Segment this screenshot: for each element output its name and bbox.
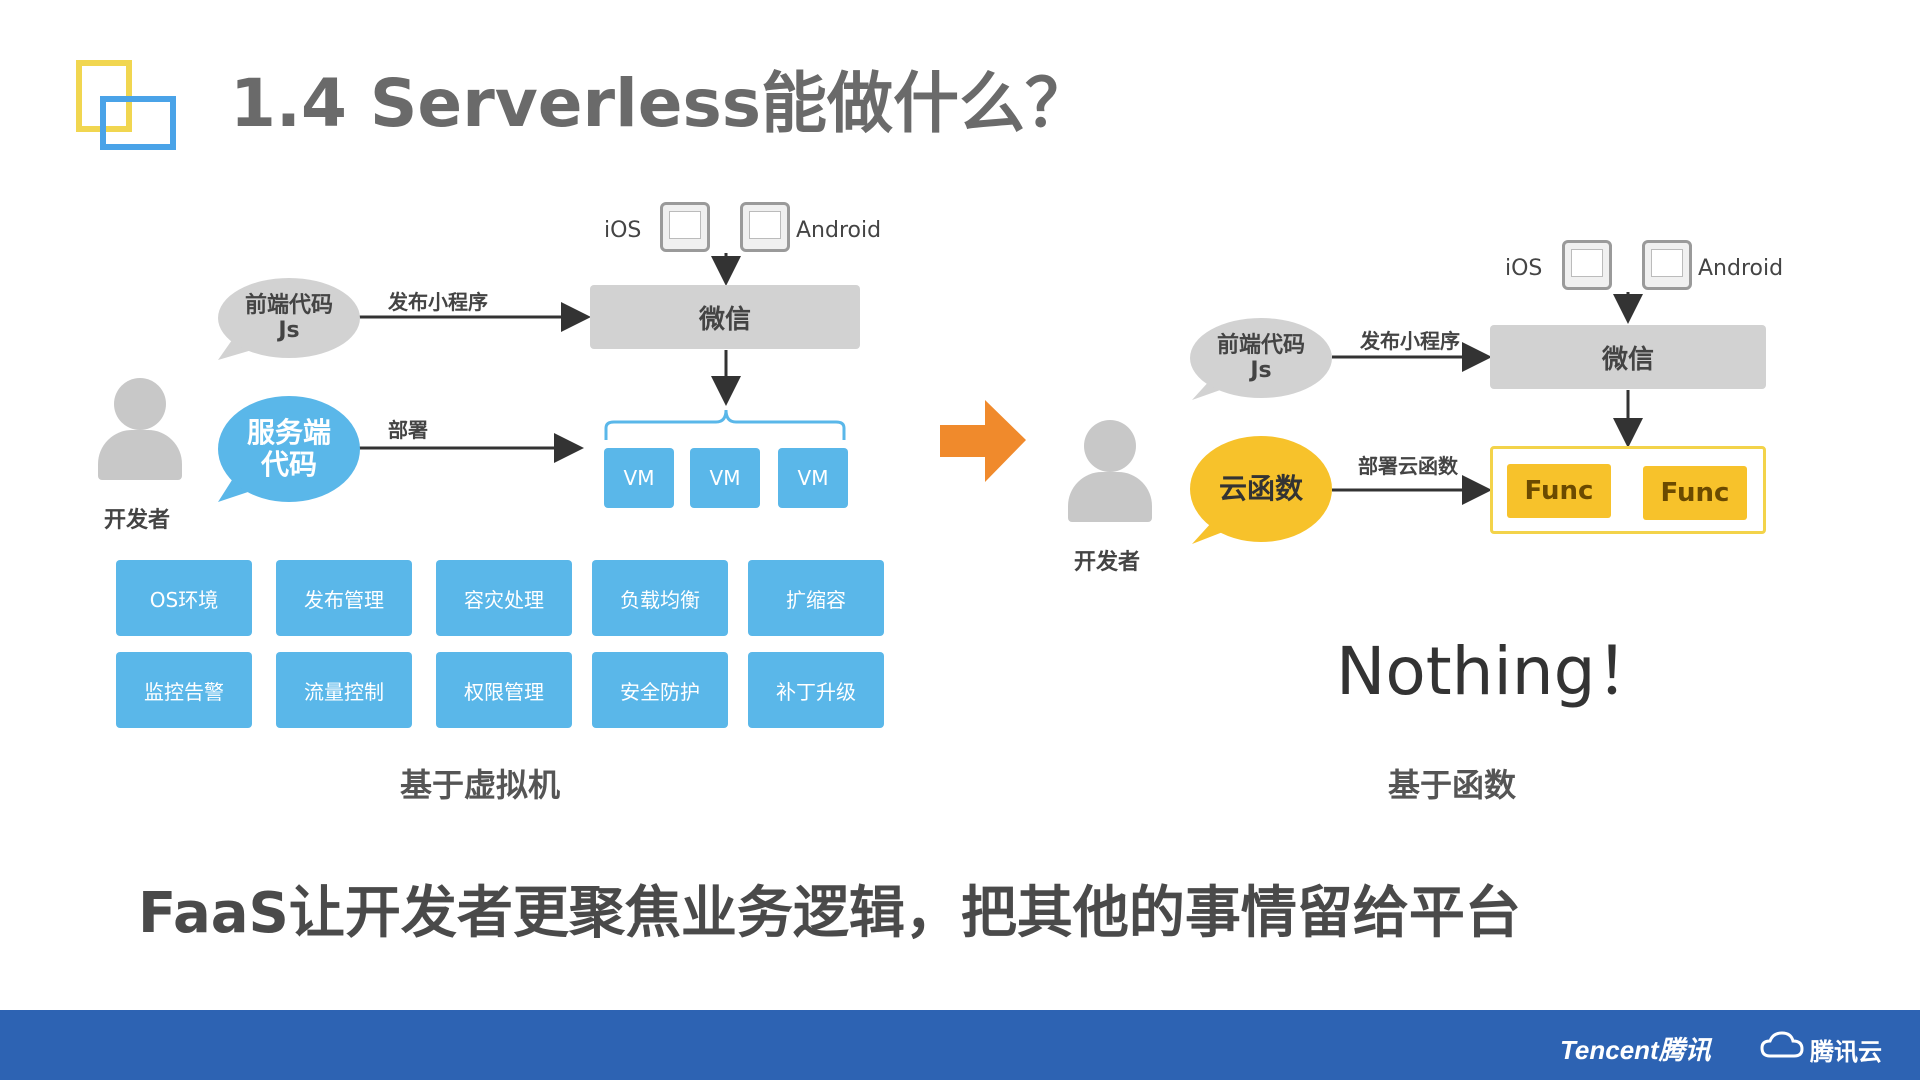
tagline: FaaS让开发者更聚焦业务逻辑，把其他的事情留给平台 <box>138 881 1521 946</box>
nothing-text: Nothing！ <box>1336 633 1662 710</box>
server-code-bubble: 服务端代码 <box>218 396 360 502</box>
grid-monitoring: 监控告警 <box>116 652 252 728</box>
deploy-cloud-function-label: 部署云函数 <box>1358 454 1458 478</box>
ios-label: iOS <box>1505 256 1543 281</box>
ios-device-icon <box>1562 240 1612 290</box>
server-code-line2: 代码 <box>260 448 317 481</box>
developer-avatar <box>98 378 182 494</box>
android-device-icon <box>1642 240 1692 290</box>
frontend-code-line2: Js <box>278 318 300 343</box>
func-box: Func <box>1643 466 1747 520</box>
android-label: Android <box>796 218 882 243</box>
ios-label: iOS <box>604 218 642 243</box>
vm-box: VM <box>778 448 848 508</box>
grid-release-mgmt: 发布管理 <box>276 560 412 636</box>
transition-arrow <box>940 400 1026 482</box>
android-label: Android <box>1698 256 1784 281</box>
tencent-cloud-icon <box>1760 1030 1804 1060</box>
ios-device-icon <box>660 202 710 252</box>
grid-traffic-control: 流量控制 <box>276 652 412 728</box>
wechat-box: 微信 <box>1490 325 1766 389</box>
grid-permission-mgmt: 权限管理 <box>436 652 572 728</box>
publish-miniprogram-label: 发布小程序 <box>388 290 488 314</box>
developer-label: 开发者 <box>104 508 171 533</box>
func-container <box>1490 446 1766 534</box>
vm-box: VM <box>690 448 760 508</box>
grid-patch-upgrade: 补丁升级 <box>748 652 884 728</box>
frontend-code-line1: 前端代码 <box>244 292 333 318</box>
func-box: Func <box>1507 464 1611 518</box>
deploy-label: 部署 <box>388 418 428 442</box>
cloud-function-bubble: 云函数 <box>1190 436 1332 542</box>
footer-bar <box>0 1010 1920 1080</box>
server-code-line1: 服务端 <box>246 415 331 449</box>
grid-scaling: 扩缩容 <box>748 560 884 636</box>
tencent-brand: Tencent腾讯 <box>1560 1035 1711 1065</box>
slide-title: 1.4 Serverless能做什么？ <box>230 65 1092 142</box>
developer-avatar <box>1068 420 1152 536</box>
publish-miniprogram-label: 发布小程序 <box>1360 329 1460 353</box>
right-caption: 基于函数 <box>1388 766 1517 804</box>
frontend-code-line1: 前端代码 <box>1216 332 1305 358</box>
left-caption: 基于虚拟机 <box>400 766 561 804</box>
developer-label: 开发者 <box>1074 550 1141 575</box>
grid-disaster-recovery: 容灾处理 <box>436 560 572 636</box>
wechat-box: 微信 <box>590 285 860 349</box>
grid-os-env: OS环境 <box>116 560 252 636</box>
android-device-icon <box>740 202 790 252</box>
logo-blue-square <box>100 96 176 150</box>
vm-box: VM <box>604 448 674 508</box>
frontend-code-line2: Js <box>1250 358 1272 383</box>
tencent-cloud-label: 腾讯云 <box>1810 1038 1882 1066</box>
grid-load-balancing: 负载均衡 <box>592 560 728 636</box>
grid-security: 安全防护 <box>592 652 728 728</box>
